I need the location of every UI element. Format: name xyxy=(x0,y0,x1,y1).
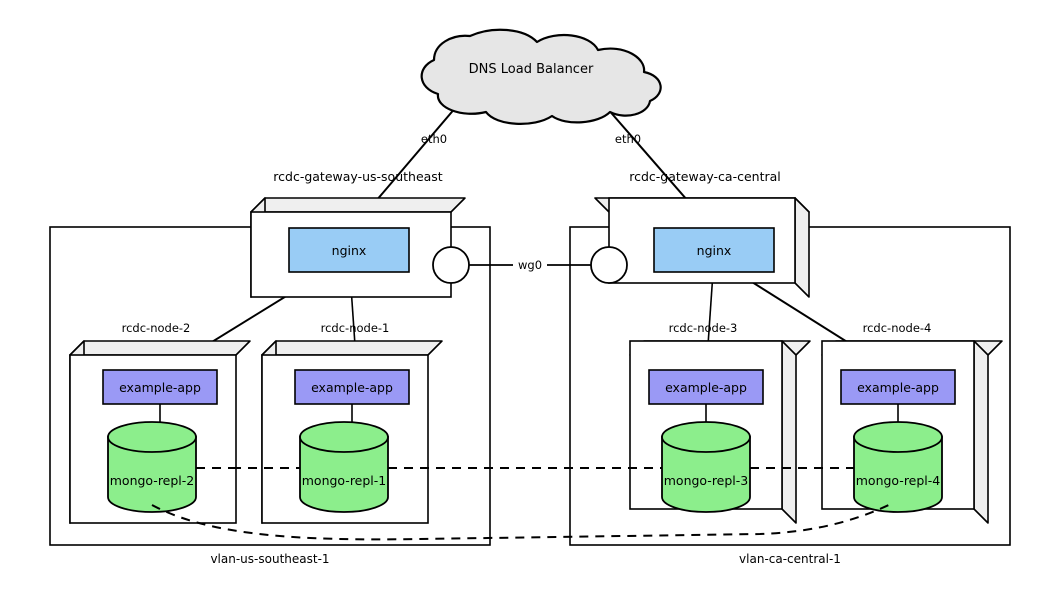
node-1-db-label: mongo-repl-1 xyxy=(302,473,387,488)
gateway-ca-central[interactable]: rcdc-gateway-ca-central nginx xyxy=(590,169,810,298)
node-2-app-label: example-app xyxy=(119,380,201,395)
vlan-label-right: vlan-ca-central-1 xyxy=(739,552,841,566)
vlan-label-left: vlan-us-southeast-1 xyxy=(210,552,329,566)
node-4-db-label: mongo-repl-4 xyxy=(856,473,941,488)
node-3-db-label: mongo-repl-3 xyxy=(664,473,749,488)
gateway-right-nginx-box[interactable] xyxy=(653,227,775,273)
node-4-app-label: example-app xyxy=(857,380,939,395)
node-2-app-box[interactable] xyxy=(102,369,218,405)
node-4-database-cylinder[interactable] xyxy=(853,421,943,513)
node-label-rcdc-node-2: rcdc-node-2 xyxy=(122,321,191,335)
node-3-database-cylinder[interactable] xyxy=(661,421,751,513)
cloud-label: DNS Load Balancer xyxy=(469,62,594,77)
node-3-app-box[interactable] xyxy=(648,369,764,405)
node-rcdc-node-1[interactable]: rcdc-node-1 mongo-repl-1 example-app xyxy=(261,321,443,524)
node-2-db-label: mongo-repl-2 xyxy=(110,473,195,488)
node-3-app-label: example-app xyxy=(665,380,747,395)
gateway-right-nginx-label: nginx xyxy=(697,243,732,258)
node-label-rcdc-node-3: rcdc-node-3 xyxy=(669,321,738,335)
replication-link-curved-2-to-4 xyxy=(151,502,894,541)
node-1-app-box[interactable] xyxy=(294,369,410,405)
edge-label-eth0-left: eth0 xyxy=(421,132,447,146)
dns-load-balancer-cloud: DNS Load Balancer xyxy=(420,28,662,125)
node-label-rcdc-node-4: rcdc-node-4 xyxy=(863,321,932,335)
edge-label-wg0: wg0 xyxy=(518,258,542,272)
gateway-left-wg-interface-icon xyxy=(432,246,470,284)
node-label-rcdc-node-1: rcdc-node-1 xyxy=(321,321,390,335)
node-rcdc-node-2[interactable]: rcdc-node-2 mongo-repl-2 example-app xyxy=(69,321,251,524)
node-1-database-cylinder[interactable] xyxy=(299,421,389,513)
node-rcdc-node-3[interactable]: rcdc-node-3 mongo-repl-3 example-app xyxy=(629,321,811,524)
gateway-right-wg-interface-icon xyxy=(590,246,628,284)
gateway-us-southeast[interactable]: rcdc-gateway-us-southeast nginx xyxy=(250,169,470,298)
node-rcdc-node-4[interactable]: rcdc-node-4 mongo-repl-4 example-app xyxy=(821,321,1003,524)
gateway-label-ca-central: rcdc-gateway-ca-central xyxy=(629,169,781,184)
edge-label-eth0-right: eth0 xyxy=(615,132,641,146)
gateway-label-us-southeast: rcdc-gateway-us-southeast xyxy=(273,169,443,184)
gateway-left-nginx-box[interactable] xyxy=(288,227,410,273)
node-2-database-cylinder[interactable] xyxy=(107,421,197,513)
node-4-app-box[interactable] xyxy=(840,369,956,405)
node-1-app-label: example-app xyxy=(311,380,393,395)
gateway-left-nginx-label: nginx xyxy=(332,243,367,258)
